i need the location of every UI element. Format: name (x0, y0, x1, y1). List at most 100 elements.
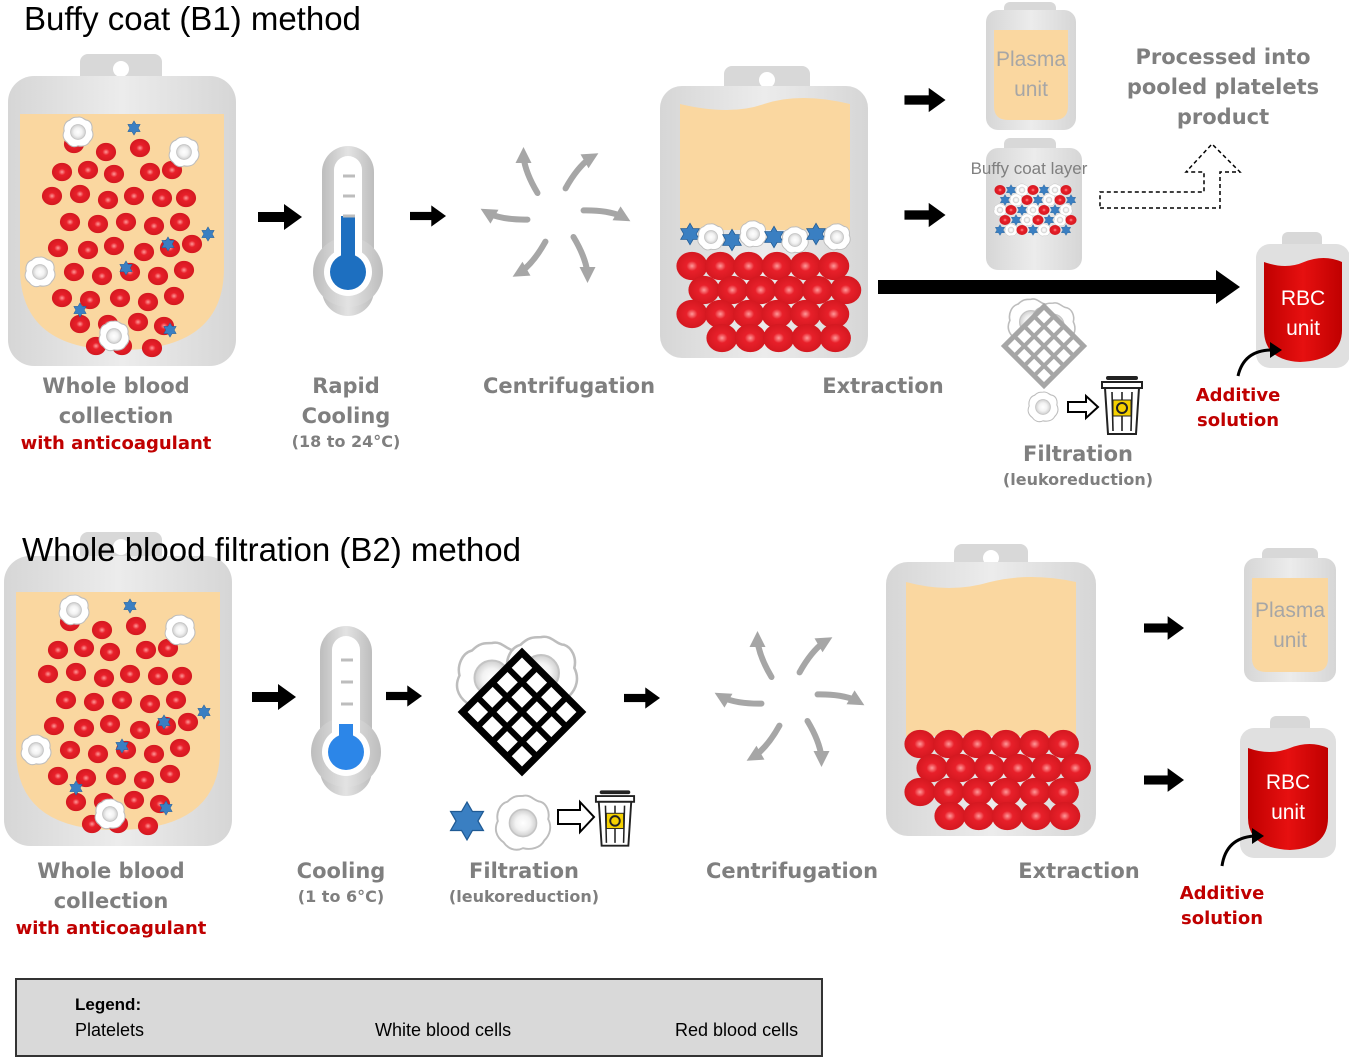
red-blood-cell (59, 740, 81, 760)
b1-additive-line2: solution (1196, 410, 1280, 431)
red-blood-cell (159, 764, 181, 784)
b1-thermometer-icon (313, 146, 383, 316)
b2-cooling-label: Cooling (1 to 6°C) (272, 856, 410, 908)
red-blood-cell (59, 212, 81, 232)
b2-centrifuge-icon (711, 630, 869, 767)
b2-plasma-unit-label: Plasma unit (1244, 596, 1336, 656)
red-blood-cell (41, 186, 63, 206)
b1-arrow-to-buffy (904, 202, 946, 228)
red-blood-cell (95, 142, 117, 162)
legend-rbc-label: Red blood cells (675, 1020, 799, 1040)
b2-arrow-to-rbc (1144, 768, 1184, 792)
red-blood-cell (99, 642, 121, 662)
red-blood-cell (87, 214, 109, 234)
red-blood-cell (137, 292, 159, 312)
b1-rbc-unit-bag (1236, 232, 1349, 377)
red-blood-cell (734, 323, 766, 353)
red-blood-cell (139, 162, 161, 182)
b2-centrifugation-label: Centrifugation (705, 859, 879, 883)
b1-centrifugation-label: Centrifugation (482, 374, 656, 398)
red-blood-cell (83, 692, 105, 712)
b1-title: Buffy coat (B1) method (24, 0, 361, 37)
red-blood-cell (93, 668, 115, 688)
red-blood-cell (105, 766, 127, 786)
b1-arrow-1 (258, 204, 302, 230)
b2-arrow-1 (252, 684, 296, 710)
red-blood-cell (177, 712, 199, 732)
red-blood-cell (165, 690, 187, 710)
red-blood-cell (934, 801, 966, 831)
red-blood-cell (103, 236, 125, 256)
b2-plasma-line1: Plasma (1254, 599, 1326, 622)
b1-plasma-unit-bag (986, 2, 1076, 130)
red-blood-cell (763, 323, 795, 353)
red-blood-cell (73, 718, 95, 738)
b1-arrow-to-plasma (904, 87, 946, 113)
b2-extraction-label: Extraction (1018, 859, 1140, 883)
b1-filtration-sub: (leukoreduction) (1002, 470, 1154, 489)
b2-filtration-sub: (leukoreduction) (448, 887, 600, 906)
white-blood-cell (823, 223, 851, 251)
red-blood-cell (55, 690, 77, 710)
b1-collection-label: Whole blood collection with anticoagulan… (0, 371, 232, 457)
b1-collection-line1: Whole blood (42, 374, 190, 398)
red-blood-cell (1020, 801, 1052, 831)
white-blood-cell (1009, 193, 1023, 207)
b2-additive-line1: Additive (1179, 883, 1265, 904)
b1-additive-line1: Additive (1195, 385, 1281, 406)
legend-title: Legend: (75, 995, 142, 1014)
white-blood-cell (1004, 223, 1018, 237)
b2-rbc-unit-bag (1220, 716, 1336, 867)
red-blood-cell (171, 666, 193, 686)
red-blood-cell (1049, 801, 1081, 831)
b2-rbc-line2: unit (1271, 801, 1305, 824)
b2-filtration-label: Filtration (leukoreduction) (436, 856, 612, 908)
red-blood-cell (181, 234, 203, 254)
b1-collection-line2: collection (58, 404, 174, 428)
red-blood-cell (1038, 205, 1050, 215)
b2-additive-line2: solution (1180, 908, 1264, 929)
white-blood-cell (62, 116, 94, 148)
red-blood-cell (151, 188, 173, 208)
b1-centrifuged-bag (660, 66, 868, 358)
red-blood-cell (43, 716, 65, 736)
b1-cooling-temp: (18 to 24°C) (291, 432, 401, 451)
red-blood-cell (47, 238, 69, 258)
b2-additive-label: Additive solution (1164, 881, 1280, 931)
legend-box: Legend: Platelets White blood cells Red … (15, 978, 823, 1057)
b1-dashed-arrow (1099, 142, 1242, 209)
legend-wbc-label: White blood cells (375, 1020, 512, 1040)
white-blood-cell (1053, 213, 1067, 227)
red-blood-cell (169, 212, 191, 232)
b2-filtration-line1: Filtration (469, 859, 579, 883)
red-blood-cell (994, 185, 1006, 195)
white-blood-cell (1020, 213, 1034, 227)
red-blood-cell (99, 714, 121, 734)
b1-arrow-2 (410, 205, 446, 227)
b1-filter-icon (1000, 298, 1143, 435)
b1-pooled-line1: Processed into (1135, 45, 1311, 69)
red-blood-cell (47, 766, 69, 786)
b1-buffy-coat-label: Buffy coat layer (970, 159, 1088, 178)
red-blood-cell (123, 790, 145, 810)
red-blood-cell (676, 299, 708, 329)
red-blood-cell (143, 744, 165, 764)
b2-title: Whole blood filtration (B2) method (22, 531, 521, 568)
red-blood-cell (125, 616, 147, 636)
red-blood-cell (1065, 215, 1077, 225)
red-blood-cell (1060, 185, 1072, 195)
red-blood-cell (129, 138, 151, 158)
legend-platelets-label: Platelets (75, 1020, 145, 1040)
b1-extraction-label: Extraction (822, 374, 944, 398)
red-blood-cell (37, 664, 59, 684)
red-blood-cell (1021, 195, 1033, 205)
b1-plasma-line2: unit (1014, 78, 1048, 101)
red-blood-cell (87, 744, 109, 764)
b2-collection-label: Whole blood collection with anticoagulan… (0, 856, 222, 942)
b1-rbc-unit-label: RBC unit (1264, 284, 1342, 344)
b1-cooling-line2: Cooling (301, 404, 391, 428)
b2-plasma-unit-bag (1244, 548, 1336, 682)
b2-anticoagulant-note: with anticoagulant (15, 918, 207, 939)
red-blood-cell (133, 770, 155, 790)
